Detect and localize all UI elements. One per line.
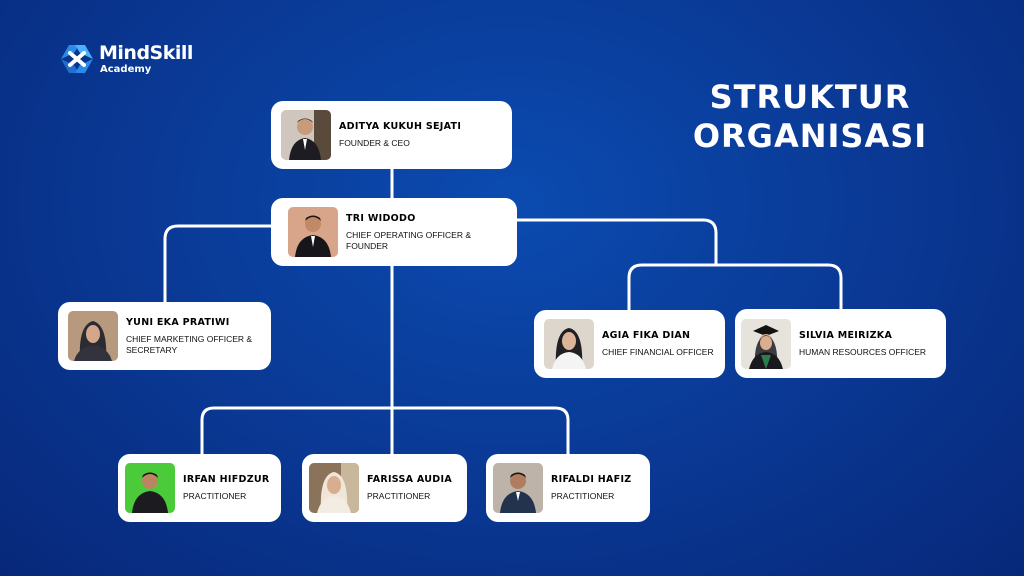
person-role: CHIEF OPERATING OFFICER & FOUNDER [346,229,471,251]
person-role: FOUNDER & CEO [339,138,410,148]
avatar [281,110,331,160]
card-practitioner-1: IRFAN HIFDZUR PRACTITIONER [118,454,281,522]
person-role: PRACTITIONER [367,491,431,501]
person-name: ADITYA KUKUH SEJATI [339,121,462,132]
card-practitioner-3: RIFALDI HAFIZ PRACTITIONER [486,454,650,522]
person-role: PRACTITIONER [551,491,615,501]
person-role: CHIEF FINANCIAL OFFICER [602,347,714,357]
title-line-2: ORGANISASI [692,117,928,155]
person-role: CHIEF MARKETING OFFICER & SECRETARY [126,333,253,355]
logo-sub: Academy [100,63,152,75]
person-name: FARISSA AUDIA [367,474,452,485]
avatar [544,319,594,369]
avatar [288,207,338,257]
card-cfo: AGIA FIKA DIAN CHIEF FINANCIAL OFFICER [534,310,725,378]
logo-brand: MindSkill [99,41,193,64]
card-coo: TRI WIDODO CHIEF OPERATING OFFICER & FOU… [271,198,517,266]
avatar [68,311,118,361]
person-name: AGIA FIKA DIAN [602,330,691,341]
person-name: YUNI EKA PRATIWI [126,316,230,328]
avatar [309,463,359,513]
page-title: STRUKTUR ORGANISASI [640,78,980,156]
person-name: SILVIA MEIRIZKA [799,329,893,341]
person-role: PRACTITIONER [183,491,247,501]
mindskill-logo: MindSkill Academy [57,41,193,77]
person-name: TRI WIDODO [346,212,416,224]
person-name: IRFAN HIFDZUR [183,474,270,485]
card-cmo: YUNI EKA PRATIWI CHIEF MARKETING OFFICER… [58,302,271,370]
avatar [741,318,791,369]
person-name: RIFALDI HAFIZ [551,474,632,485]
mindskill-logo-icon [61,45,93,73]
card-ceo: ADITYA KUKUH SEJATI FOUNDER & CEO [271,101,512,169]
avatar [493,463,543,513]
avatar [125,463,175,513]
person-role: HUMAN RESOURCES OFFICER [799,346,927,357]
card-hr: SILVIA MEIRIZKA HUMAN RESOURCES OFFICER [735,309,946,378]
card-practitioner-2: FARISSA AUDIA PRACTITIONER [302,454,467,522]
title-line-1: STRUKTUR [709,78,911,116]
